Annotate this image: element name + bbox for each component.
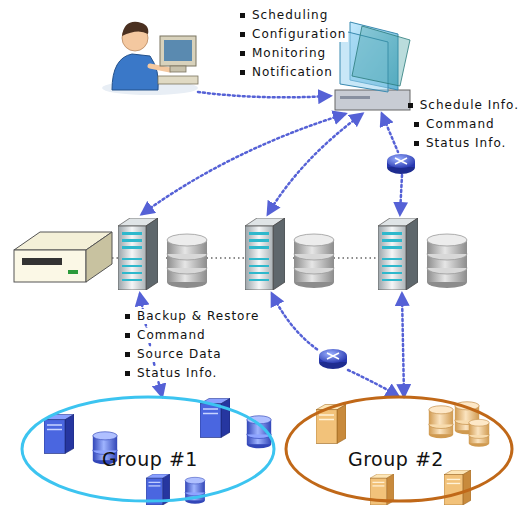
bullet-label: Scheduling — [250, 8, 330, 23]
bullet-label: Command — [135, 328, 208, 343]
bullet-label: Schedule Info. — [418, 98, 521, 113]
backup-servers — [118, 218, 467, 290]
bullet-label: Status Info. — [424, 136, 508, 151]
bullet-label: Command — [424, 117, 497, 132]
operator-figure — [102, 22, 198, 95]
bullet-label: Notification — [250, 65, 335, 80]
bullet-label: Source Data — [135, 347, 224, 362]
bullet-label: Monitoring — [250, 46, 328, 61]
bullet-label: Status Info. — [135, 366, 219, 381]
group-ellipse: Group #2 — [284, 395, 514, 503]
router-icon — [319, 349, 347, 369]
group-name: Group #2 — [348, 448, 444, 470]
group-ellipse: Group #1 — [20, 395, 276, 503]
bullet-label: Configuration — [250, 27, 348, 42]
router-icon — [387, 154, 415, 174]
bullet-label: Backup & Restore — [135, 309, 262, 324]
group1-machines — [44, 399, 271, 506]
tape-library — [0, 232, 112, 282]
group-name: Group #1 — [102, 448, 198, 470]
group2-machines — [316, 402, 489, 505]
